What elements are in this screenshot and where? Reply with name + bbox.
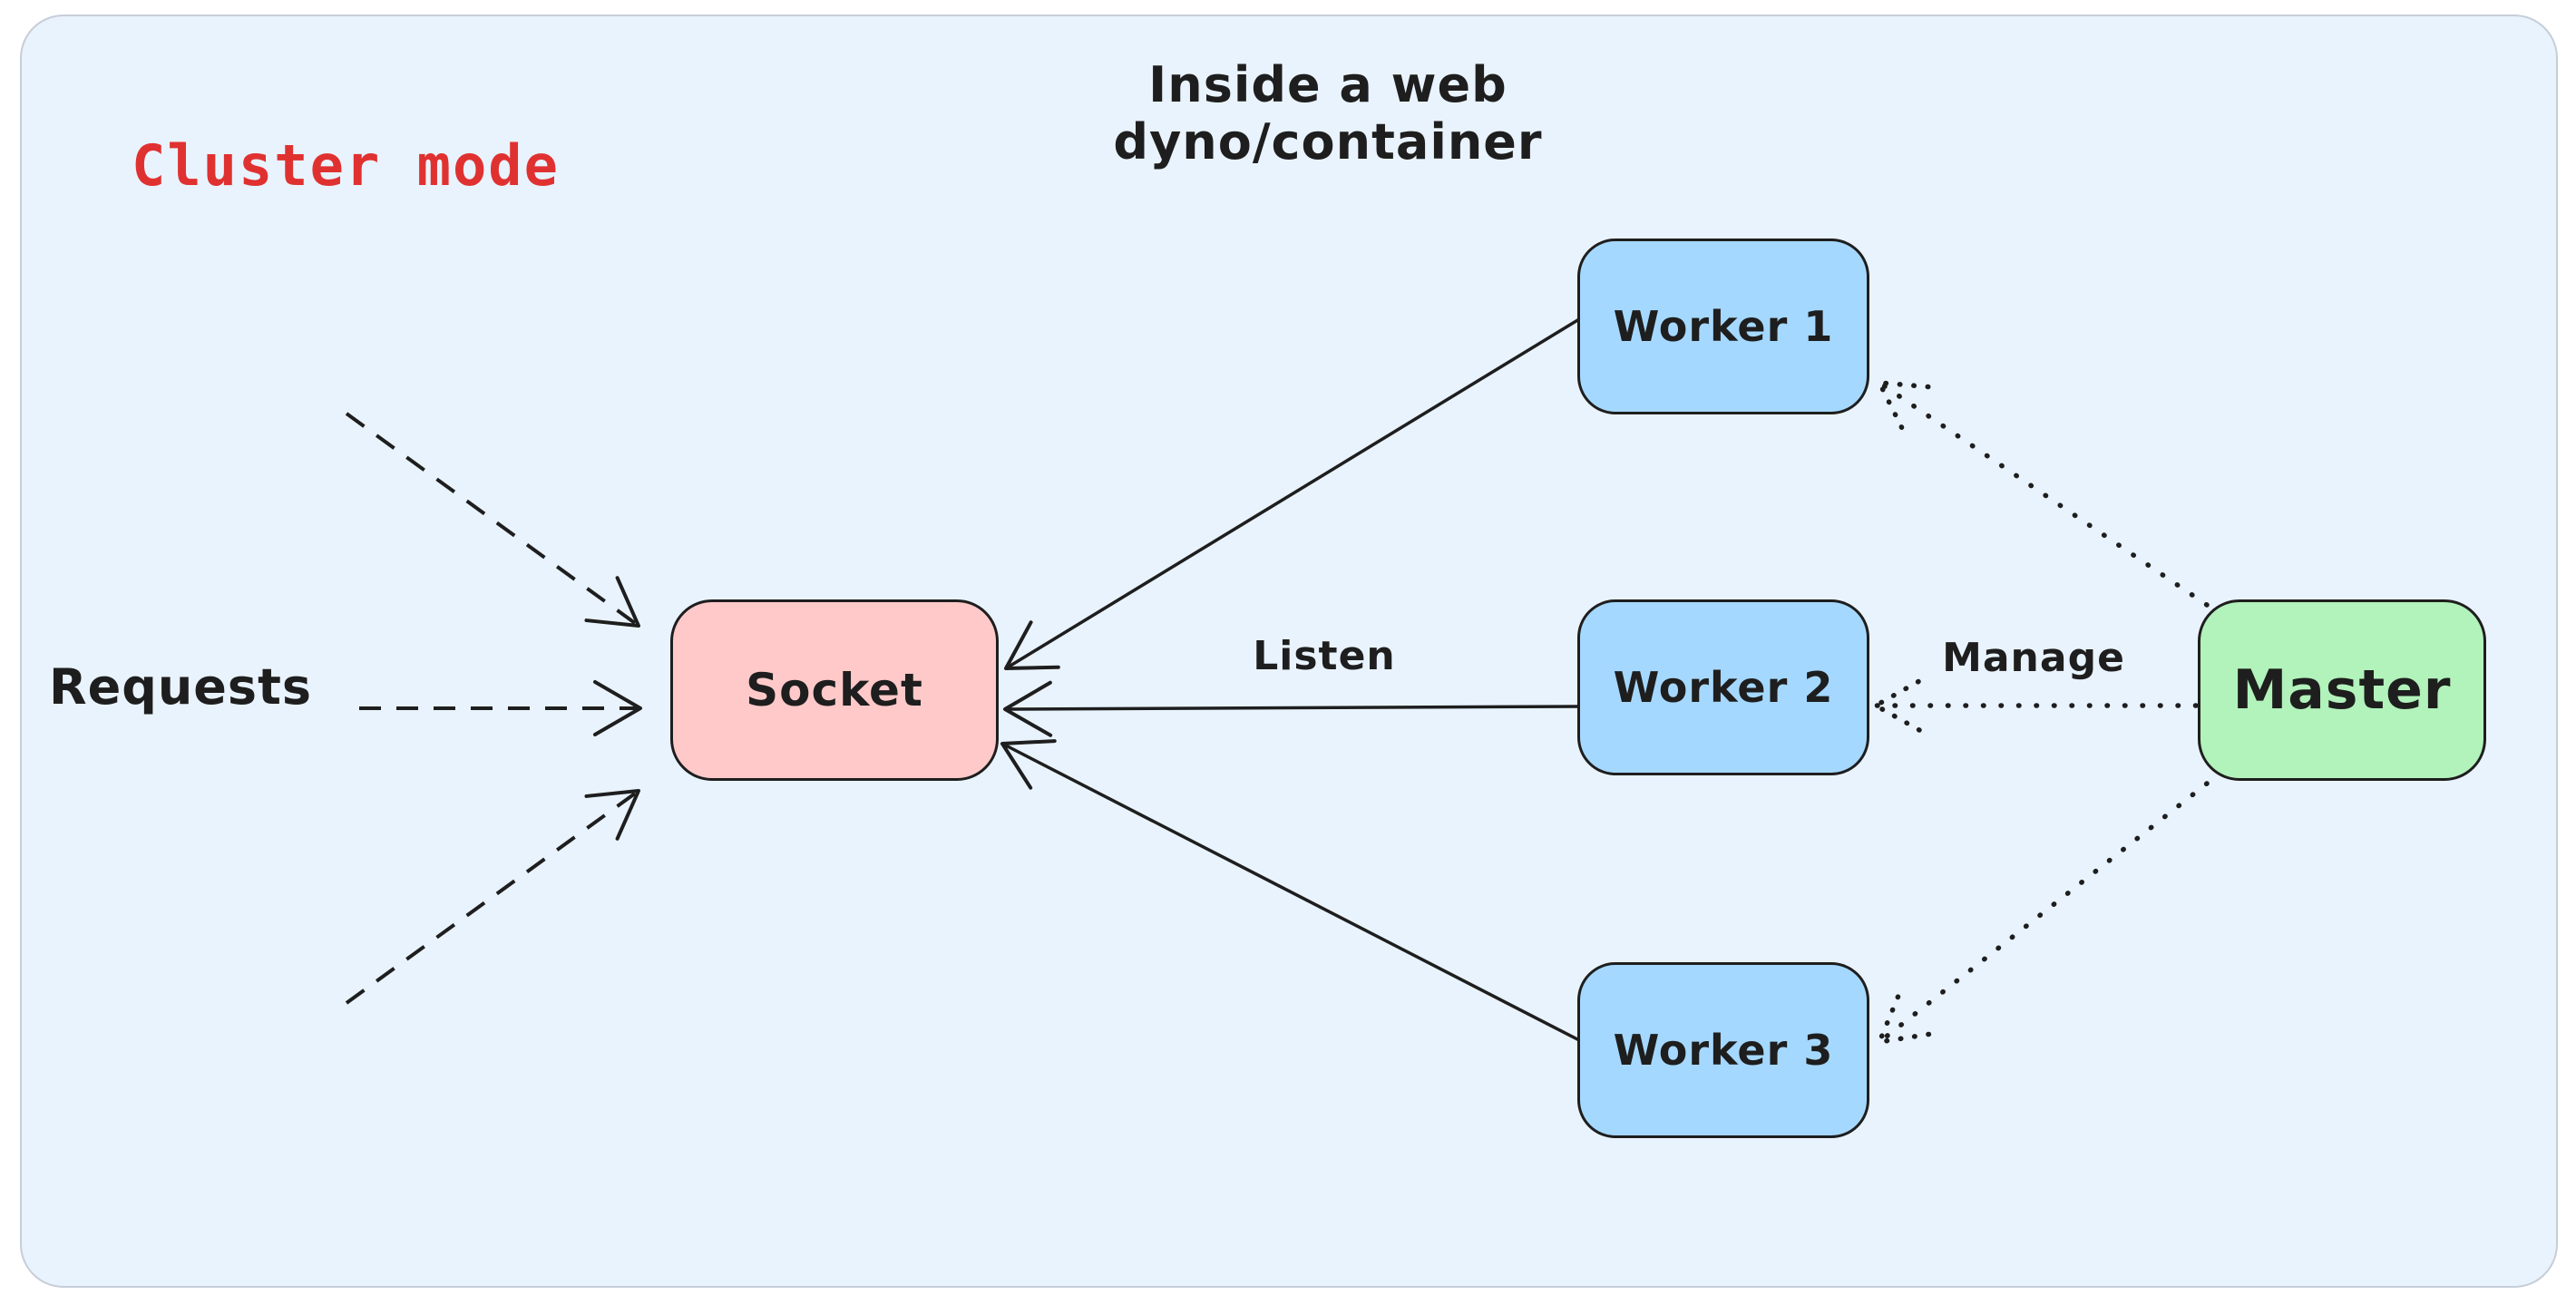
worker2-node-label: Worker 2 — [1613, 663, 1834, 712]
worker1-node-label: Worker 1 — [1613, 302, 1834, 351]
worker3-node: Worker 3 — [1577, 962, 1869, 1138]
worker2-node: Worker 2 — [1577, 599, 1869, 775]
cluster-mode-label: Cluster mode — [132, 132, 560, 199]
master-node-label: Master — [2232, 658, 2452, 722]
worker3-node-label: Worker 3 — [1613, 1026, 1834, 1075]
requests-label: Requests — [49, 658, 313, 716]
manage-edge-label: Manage — [1942, 635, 2125, 681]
worker1-node: Worker 1 — [1577, 239, 1869, 414]
socket-node-label: Socket — [746, 664, 923, 716]
listen-edge-label: Listen — [1253, 633, 1396, 679]
master-node: Master — [2198, 599, 2486, 781]
diagram-title: Inside a web dyno/container — [1113, 56, 1543, 170]
socket-node: Socket — [670, 599, 999, 781]
